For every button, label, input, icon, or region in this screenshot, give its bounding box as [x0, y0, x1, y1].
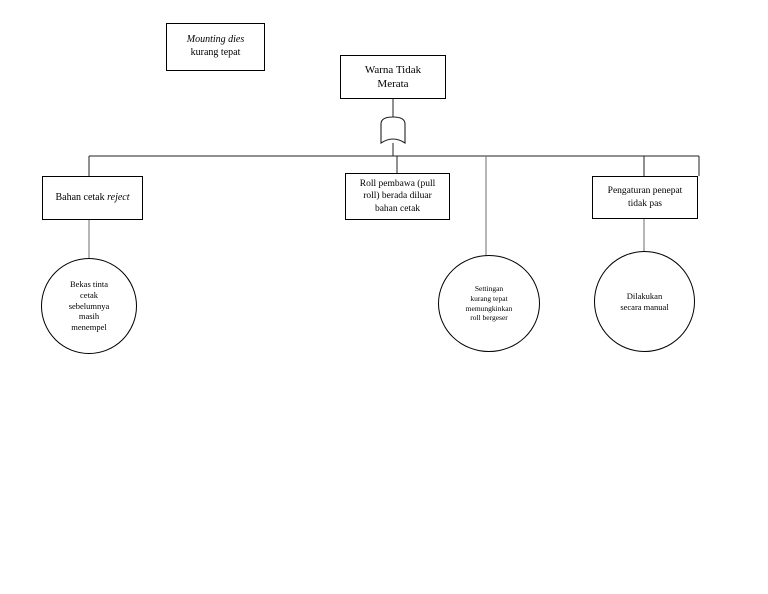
cause-box-pengaturan-penepat-label: Pengaturan penepat tidak pas — [607, 186, 683, 209]
detail-circle-bekas-tinta[interactable]: Bekas tinta cetak sebelumnya masih menem… — [41, 258, 137, 354]
drum-connector-icon — [380, 116, 406, 145]
detail-circle-bekas-tinta-label: Bekas tinta cetak sebelumnya masih menem… — [68, 278, 110, 333]
effect-box-label: Warna Tidak Merata — [364, 63, 422, 90]
cause-box-roll-pembawa-label: Roll pembawa (pull roll) berada diluar b… — [359, 179, 436, 214]
cause-box-pengaturan-penepat[interactable]: Pengaturan penepat tidak pas — [592, 176, 698, 219]
detail-circle-settingan[interactable]: Settingan kurang tepat memungkinkan roll… — [438, 255, 540, 352]
mounting-dies-plain-text: kurang tepat — [190, 47, 241, 58]
mounting-dies-italic-text: Mounting dies — [186, 34, 245, 46]
detail-circle-dilakukan-manual[interactable]: Dilakukan secara manual — [594, 251, 695, 352]
cause-box-bahan-cetak-reject[interactable]: Bahan cetak reject — [42, 176, 143, 220]
cause-box-bahan-cetak-label: Bahan cetak reject — [43, 192, 142, 205]
effect-box-warna-tidak-merata[interactable]: Warna Tidak Merata — [340, 55, 446, 99]
bahan-cetak-plain-text: Bahan cetak — [55, 191, 108, 203]
detail-circle-dilakukan-manual-label: Dilakukan secara manual — [620, 290, 669, 312]
bahan-cetak-italic-text: reject — [107, 191, 130, 203]
detail-circle-settingan-label: Settingan kurang tepat memungkinkan roll… — [465, 284, 513, 323]
cause-box-roll-pembawa[interactable]: Roll pembawa (pull roll) berada diluar b… — [345, 173, 450, 220]
